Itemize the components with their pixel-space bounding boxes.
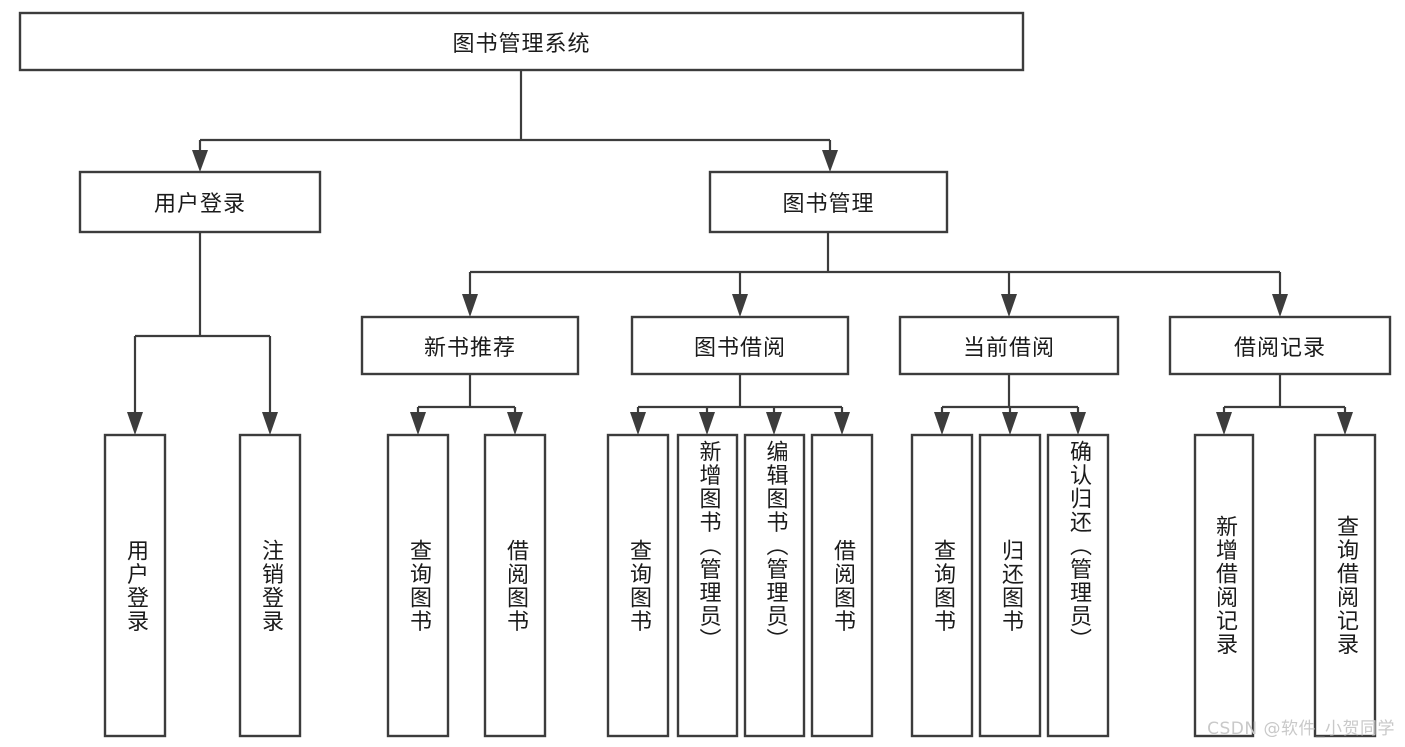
connector-group-new-book-recommend [410, 374, 523, 435]
node-box-user-login[interactable] [78, 170, 322, 234]
arrow-head-current-borrow [1001, 294, 1017, 317]
arrow-head-leaf-query-book-2 [630, 412, 646, 435]
arrow-head-leaf-query-record [1337, 412, 1353, 435]
connector-group-user-login [127, 232, 278, 435]
connector-group-root [192, 70, 838, 172]
arrow-head-leaf-edit-book [766, 412, 782, 435]
node-box-leaf-edit-book[interactable] [743, 433, 806, 738]
node-box-leaf-query-book-2[interactable] [606, 433, 670, 738]
node-box-leaf-query-record[interactable] [1313, 433, 1377, 738]
arrow-head-leaf-add-book [699, 412, 715, 435]
node-box-leaf-user-login[interactable] [103, 433, 167, 738]
arrow-head-leaf-user-login [127, 412, 143, 435]
node-box-book-borrow[interactable] [630, 315, 850, 376]
arrow-head-leaf-return-book [1002, 412, 1018, 435]
connector-group-book-manage [462, 232, 1288, 317]
arrow-head-leaf-confirm-return [1070, 412, 1086, 435]
arrow-head-leaf-query-book-3 [934, 412, 950, 435]
node-box-leaf-query-book-1[interactable] [386, 433, 450, 738]
arrow-head-leaf-borrow-book-2 [834, 412, 850, 435]
connector-group-borrow-record [1216, 374, 1353, 435]
arrow-head-leaf-user-logout [262, 412, 278, 435]
node-box-leaf-confirm-return[interactable] [1046, 433, 1110, 738]
node-box-leaf-query-book-3[interactable] [910, 433, 974, 738]
node-box-leaf-user-logout[interactable] [238, 433, 302, 738]
connector-group-current-borrow [934, 374, 1086, 435]
node-box-leaf-add-record[interactable] [1193, 433, 1255, 738]
arrow-head-leaf-query-book-1 [410, 412, 426, 435]
node-box-root[interactable] [18, 11, 1025, 72]
connector-group-book-borrow [630, 374, 850, 435]
node-box-leaf-return-book[interactable] [978, 433, 1042, 738]
node-box-leaf-add-book[interactable] [676, 433, 739, 738]
node-box-leaf-borrow-book-2[interactable] [810, 433, 874, 738]
arrow-head-book-borrow [732, 294, 748, 317]
arrow-head-borrow-record [1272, 294, 1288, 317]
node-box-borrow-record[interactable] [1168, 315, 1392, 376]
node-box-leaf-borrow-book-1[interactable] [483, 433, 547, 738]
node-box-book-manage[interactable] [708, 170, 949, 234]
node-box-new-book-recommend[interactable] [360, 315, 580, 376]
arrow-head-leaf-add-record [1216, 412, 1232, 435]
arrow-head-leaf-borrow-book-1 [507, 412, 523, 435]
arrow-head-book-manage [822, 150, 838, 172]
node-box-current-borrow[interactable] [898, 315, 1120, 376]
arrow-head-new-book-recommend [462, 294, 478, 317]
watermark-text: CSDN @软件_小贺同学 [1207, 719, 1395, 739]
arrow-head-user-login [192, 150, 208, 172]
